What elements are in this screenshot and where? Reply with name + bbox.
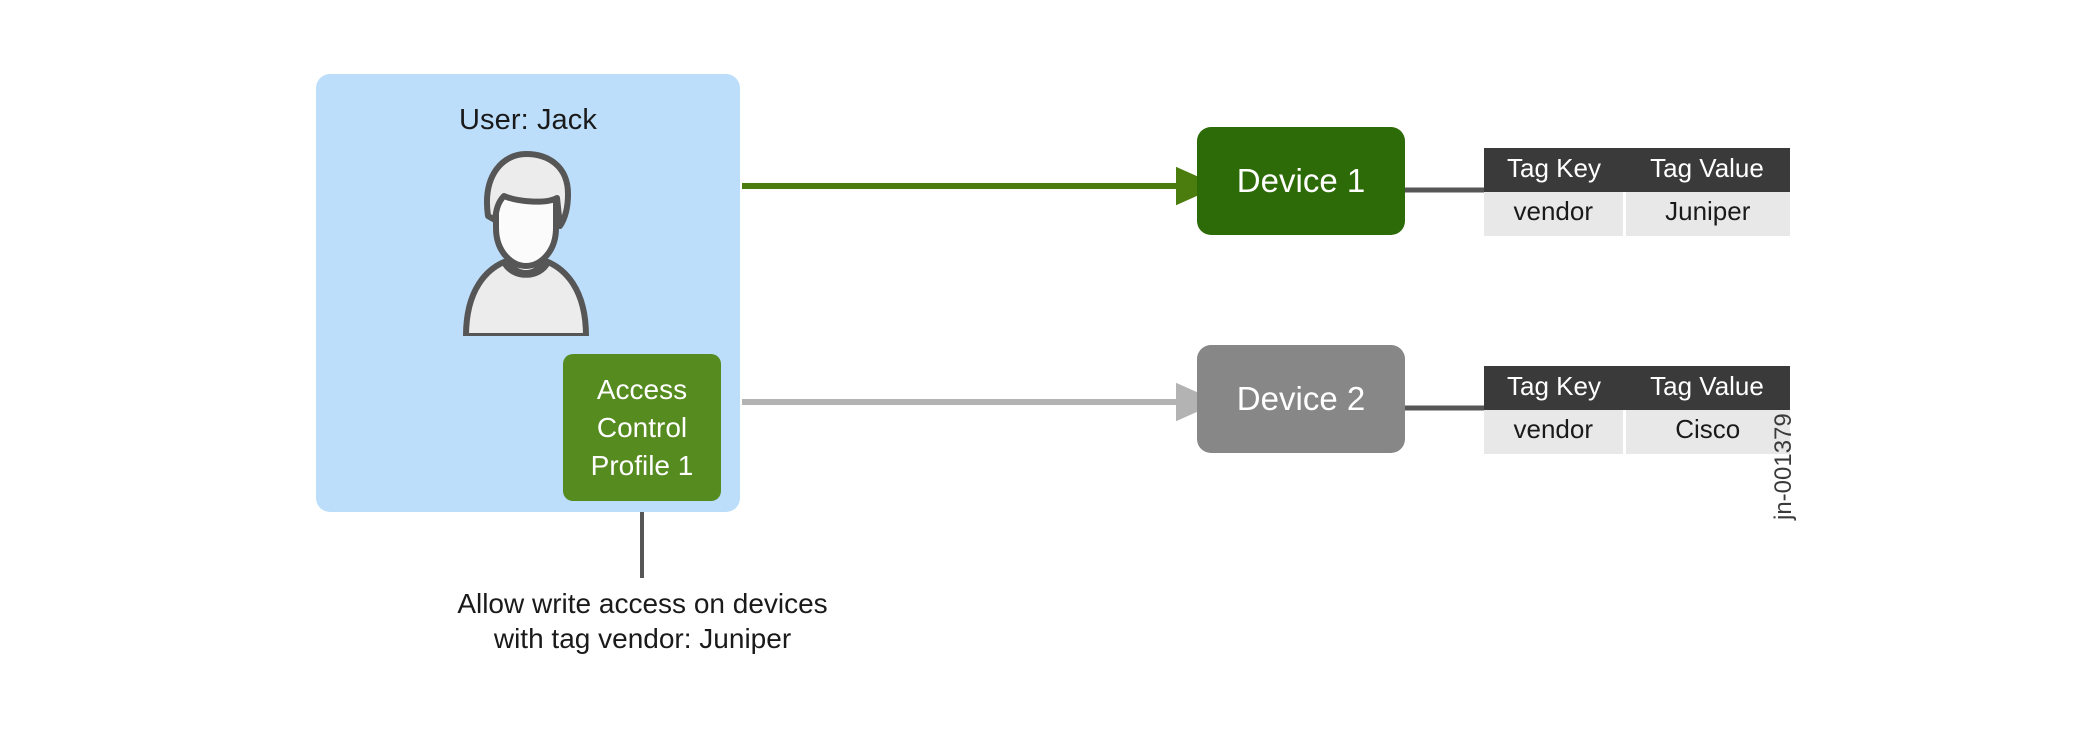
- tag-value-header: Tag Value: [1624, 366, 1790, 410]
- device-1-tag-table: Tag Key Tag Value vendor Juniper: [1484, 148, 1790, 236]
- user-label: User: Jack: [459, 104, 597, 136]
- table-row: vendor Juniper: [1484, 192, 1790, 236]
- tag-value-cell: Juniper: [1624, 192, 1790, 236]
- device-1-box[interactable]: Device 1: [1197, 127, 1405, 235]
- device-2-box[interactable]: Device 2: [1197, 345, 1405, 453]
- tag-key-cell: vendor: [1484, 192, 1626, 236]
- tag-key-header: Tag Key: [1484, 148, 1624, 192]
- user-panel: User: Jack: [316, 74, 740, 512]
- acp-line-3: Profile 1: [590, 449, 694, 481]
- caption-line-1: Allow write access on devices: [457, 588, 828, 619]
- user-avatar-icon: [426, 136, 626, 339]
- device-1-label: Device 1: [1236, 162, 1366, 199]
- tag-value-cell: Cisco: [1624, 410, 1790, 454]
- device-2-label: Device 2: [1236, 380, 1366, 417]
- caption-line-2: with tag vendor: Juniper: [493, 623, 792, 654]
- profile-caption: Allow write access on devices with tag v…: [380, 586, 905, 656]
- table-row: vendor Cisco: [1484, 410, 1790, 454]
- access-control-profile-box[interactable]: Access Control Profile 1: [563, 354, 721, 501]
- table-header-row: Tag Key Tag Value: [1484, 148, 1790, 192]
- tag-key-cell: vendor: [1484, 410, 1626, 454]
- table-header-row: Tag Key Tag Value: [1484, 366, 1790, 410]
- tag-value-header: Tag Value: [1624, 148, 1790, 192]
- device-2-tag-table: Tag Key Tag Value vendor Cisco: [1484, 366, 1790, 454]
- acp-line-1: Access: [596, 373, 688, 405]
- acp-line-2: Control: [596, 411, 688, 443]
- figure-id-watermark: jn-001379: [1770, 413, 1797, 520]
- tag-key-header: Tag Key: [1484, 366, 1624, 410]
